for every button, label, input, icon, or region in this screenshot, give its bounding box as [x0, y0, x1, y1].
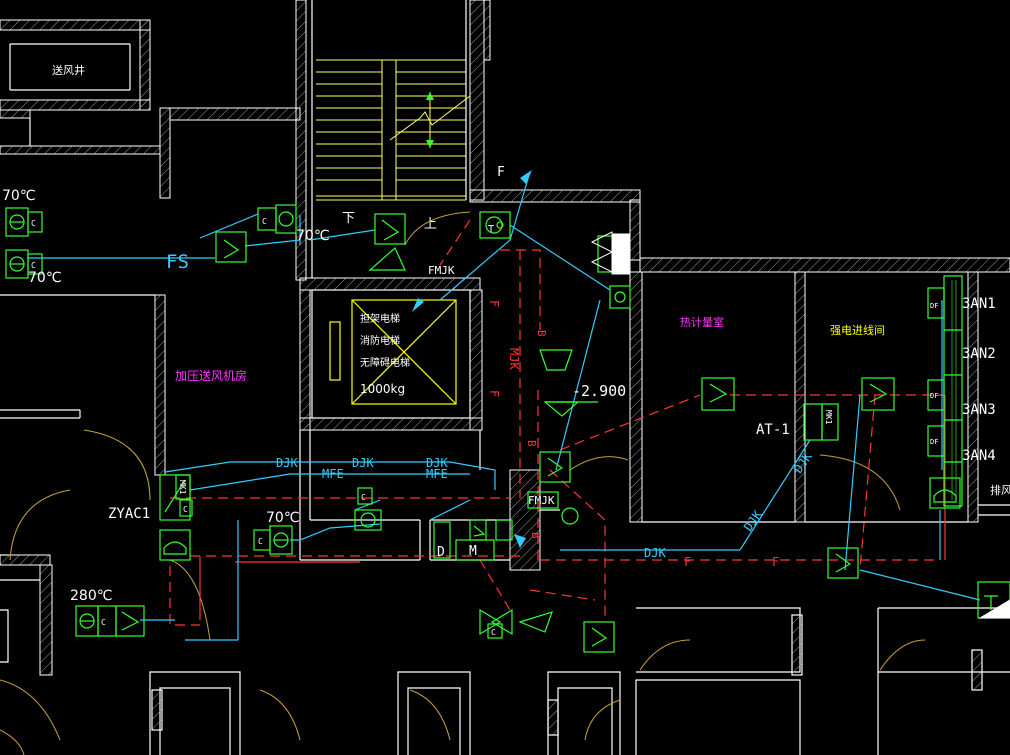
label-c-6: C: [361, 493, 366, 502]
label-m: M: [469, 544, 477, 559]
fan-triangles: [590, 231, 1010, 619]
room-label-partial: 排风: [990, 483, 1010, 497]
label-zyac1: ZYAC1: [108, 506, 150, 522]
label-f-top: F: [497, 165, 505, 180]
label-f-line-3: F: [487, 390, 501, 397]
label-b-2: B: [525, 440, 538, 447]
label-mfe-2: MFE: [426, 467, 448, 481]
doors: [0, 211, 926, 755]
label-f-vertical: F: [487, 300, 501, 307]
panel-hatch: [951, 280, 957, 500]
label-b-1: B: [535, 330, 548, 337]
room-label-air-shaft: 送风井: [52, 63, 85, 77]
label-c-2: C: [31, 261, 36, 270]
label-djk-2: DJK: [352, 456, 374, 470]
room-label-metering: 热计量室: [680, 315, 724, 329]
label-level: -2.900: [572, 382, 626, 400]
temp-label-4: 70℃: [266, 510, 300, 526]
label-df-2: DF: [930, 392, 938, 400]
elevator-capacity: 1000kg: [360, 382, 405, 396]
label-c-1: C: [31, 219, 36, 228]
staircase: [316, 59, 471, 201]
elevator-type-3: 无障碍电梯: [360, 356, 410, 369]
panel-label-3: 3AN3: [962, 402, 996, 418]
label-mjk: MJK: [507, 348, 521, 370]
label-fs: FS: [166, 251, 189, 273]
panel-label-2: 3AN2: [962, 346, 996, 362]
label-f-line-2: F: [772, 555, 779, 569]
label-f-line-1: F: [684, 555, 691, 569]
panel-label-1: 3AN1: [962, 296, 996, 312]
elevator-type-2: 消防电梯: [360, 334, 400, 347]
label-fmjk-top: FMJK: [428, 264, 455, 277]
label-t: T: [488, 224, 494, 235]
label-mk1-left: MK1: [178, 480, 187, 495]
label-c-3: C: [262, 217, 267, 226]
label-c-8: C: [183, 505, 188, 514]
temp-label-2: 70℃: [28, 270, 62, 286]
label-c-5: C: [101, 618, 106, 627]
signal-lines: [28, 171, 981, 641]
label-djk-1: DJK: [276, 456, 298, 470]
fire-lines: [169, 219, 945, 626]
label-df-1: DF: [930, 302, 938, 310]
room-label-strong-current: 强电进线间: [830, 323, 885, 337]
label-mk1-right: MK1: [824, 410, 833, 425]
airflow-arrows: [412, 170, 532, 548]
label-at1: AT-1: [756, 422, 790, 438]
temp-label-3: 70℃: [296, 228, 330, 244]
stair-up-label: 上: [424, 217, 437, 232]
label-mfe-1: MFE: [322, 467, 344, 481]
temp-label-5: 280℃: [70, 588, 112, 604]
stair-down-label: 下: [342, 211, 355, 226]
label-df-3: DF: [930, 438, 938, 446]
label-c-4: C: [258, 537, 263, 546]
hatched-walls: [0, 0, 1010, 676]
temp-label-1: 70℃: [2, 188, 36, 204]
room-label-pressurization: 加压送风机房: [175, 368, 247, 383]
label-c-7: C: [491, 628, 496, 637]
label-b-3: B: [529, 532, 542, 539]
elevator-type-1: 担架电梯: [360, 312, 400, 325]
equipment[interactable]: [5, 204, 1010, 653]
label-djk-5: DJK: [741, 507, 765, 533]
elevator-car: [329, 299, 457, 405]
label-fmjk-bottom: FMJK: [528, 494, 555, 507]
label-djk-4: DJK: [644, 546, 666, 560]
panel-label-4: 3AN4: [962, 448, 996, 464]
label-djk-3: DJK: [426, 456, 448, 470]
label-d: D: [437, 545, 445, 560]
